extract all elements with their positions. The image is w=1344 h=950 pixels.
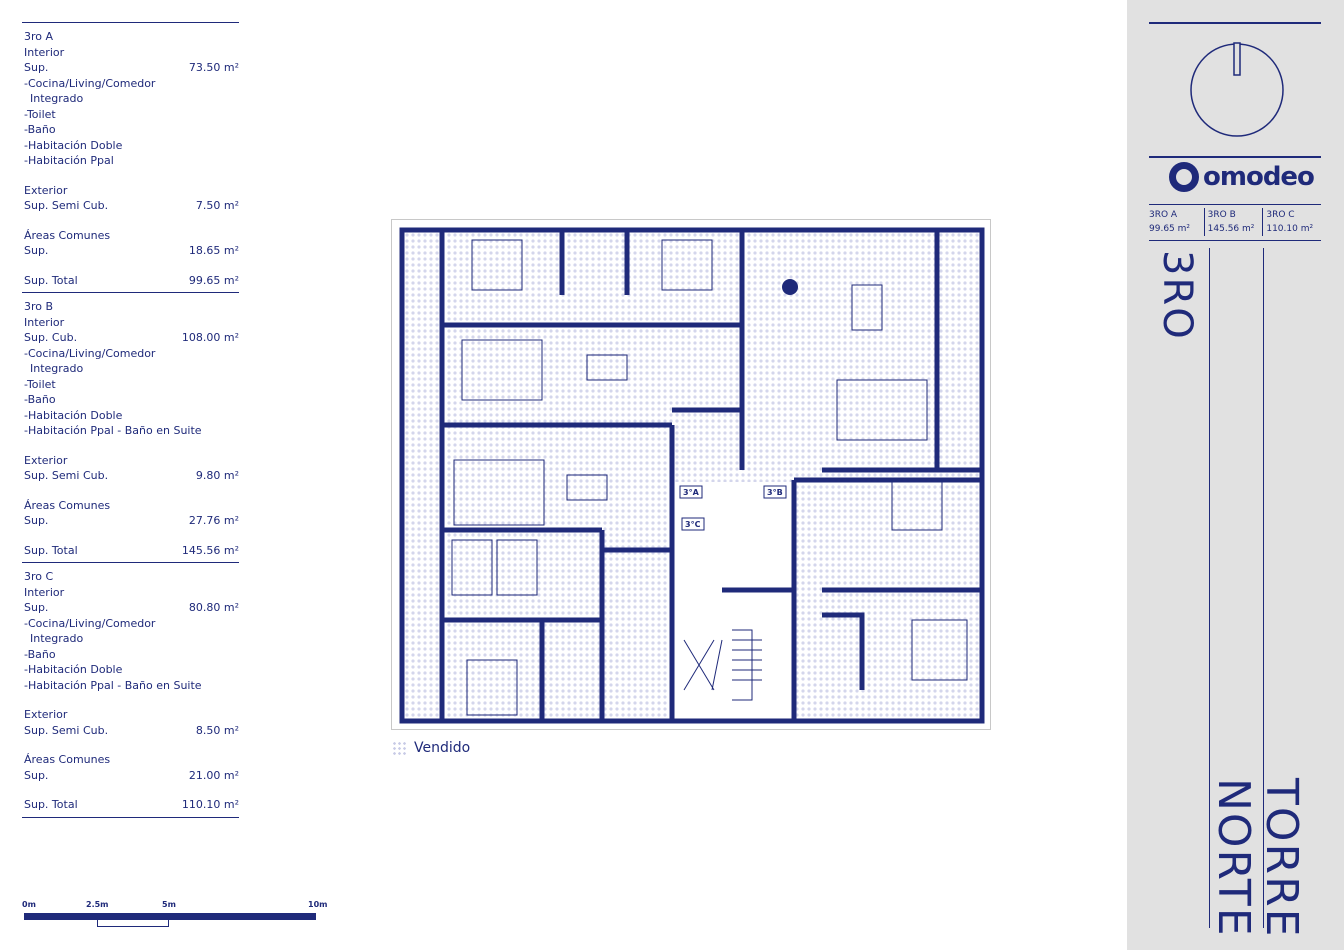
brand-name: omodeo [1203, 162, 1315, 192]
legend-label: Vendido [414, 740, 471, 756]
room-item: -Habitación Doble [24, 408, 123, 422]
spec-label: Sup. [24, 601, 49, 614]
summary-name: 3RO A [1149, 210, 1178, 220]
spec-value: 9.80 m² [195, 469, 239, 482]
unit-label-c: 3°C [685, 520, 701, 529]
spec-label: Sup. Total [24, 798, 78, 811]
spec-value: 8.50 m² [195, 723, 239, 737]
room-item: -Toilet [24, 377, 56, 391]
room-item: -Habitación Doble [24, 663, 123, 676]
summary-name: 3RO C [1266, 210, 1295, 220]
room-item: -Baño [24, 647, 56, 661]
scale-label: 5m [162, 900, 176, 909]
spec-label: Sup. Semi Cub. [24, 199, 109, 212]
spec-text: 3ro A [24, 30, 54, 43]
summary-area: 110.10 m² [1266, 224, 1314, 234]
spec-value: 80.80 m² [188, 601, 239, 614]
room-item: -Cocina/Living/Comedor [24, 76, 156, 90]
spec-text: Exterior [24, 183, 68, 197]
spec-text: Interior [24, 45, 65, 59]
spec-text: Interior [24, 585, 65, 599]
spec-value: 27.76 m² [188, 514, 239, 527]
sold-swatch-icon [392, 741, 406, 755]
north-compass-icon [1190, 42, 1284, 137]
spec-text: 3ro C [24, 570, 54, 583]
spec-label: Sup. Cub. [24, 331, 78, 344]
room-item: -Cocina/Living/Comedor [24, 616, 156, 630]
spec-value: 21.00 m² [188, 768, 239, 782]
spec-value: 145.56 m² [181, 543, 239, 557]
room-item: Integrado [30, 362, 84, 375]
spec-value: 7.50 m² [195, 199, 239, 212]
spec-value: 108.00 m² [181, 331, 239, 344]
room-item: -Habitación Ppal - Baño en Suite [24, 678, 202, 692]
room-item: -Habitación Ppal - Baño en Suite [24, 424, 202, 437]
summary-name: 3RO B [1207, 210, 1236, 220]
spec-value: 110.10 m² [181, 798, 239, 811]
spec-text: 3ro B [24, 300, 54, 313]
room-item: -Baño [24, 123, 56, 136]
spec-text: Áreas Comunes [24, 228, 111, 242]
tower-subtitle: NORTE [1208, 778, 1259, 938]
spec-label: Sup. [24, 244, 49, 257]
spec-text: Exterior [24, 708, 68, 721]
room-item: -Toilet [24, 107, 56, 121]
floor-plan: 3°A 3°B 3°C [391, 219, 991, 730]
spec-value: 73.50 m² [188, 61, 239, 74]
floor-plan-drawing: 3°A 3°B 3°C [399, 227, 985, 724]
scale-label: 2.5m [86, 900, 109, 909]
room-item: Integrado [30, 92, 84, 105]
room-item: -Habitación Doble [24, 138, 123, 152]
units-summary: 3RO A 99.65 m² 3RO B 145.56 m² 3RO C 110.10… [1149, 208, 1321, 236]
tower-title: TORRE [1256, 778, 1307, 939]
room-item: -Cocina/Living/Comedor [24, 346, 156, 360]
unit-label-a: 3°A [683, 488, 700, 497]
title-sidebar: omodeo 3RO A 99.65 m² 3RO B 145.56 m² 3RO … [1127, 0, 1344, 950]
spec-text: Áreas Comunes [24, 498, 111, 512]
room-item: Integrado [30, 632, 84, 645]
spec-label: Sup. Semi Cub. [24, 469, 109, 482]
room-item: -Habitación Ppal [24, 154, 114, 167]
spec-text: Áreas Comunes [24, 753, 111, 766]
spec-text: Exterior [24, 453, 68, 467]
spec-label: Sup. Total [24, 273, 78, 287]
spec-value: 18.65 m² [188, 244, 239, 257]
legend-sold: Vendido [392, 740, 470, 756]
spec-value: 99.65 m² [188, 273, 239, 287]
unit-label-b: 3°B [767, 488, 783, 497]
scale-label: 0m [22, 900, 36, 909]
floor-title: 3RO [1154, 250, 1200, 341]
spec-label: Sup. [24, 768, 49, 782]
room-item: -Baño [24, 393, 56, 406]
spec-label: Sup. Total [24, 543, 78, 557]
spec-label: Sup. [24, 61, 49, 74]
scale-bar: 0m 2.5m 5m 10m [22, 900, 327, 930]
summary-area: 99.65 m² [1149, 224, 1191, 234]
summary-area: 145.56 m² [1207, 224, 1255, 234]
scale-label: 10m [308, 900, 328, 909]
spec-label: Sup. Semi Cub. [24, 723, 109, 737]
spec-label: Sup. [24, 514, 49, 527]
spec-text: Interior [24, 315, 65, 329]
omodeo-logo: omodeo [1169, 162, 1315, 192]
